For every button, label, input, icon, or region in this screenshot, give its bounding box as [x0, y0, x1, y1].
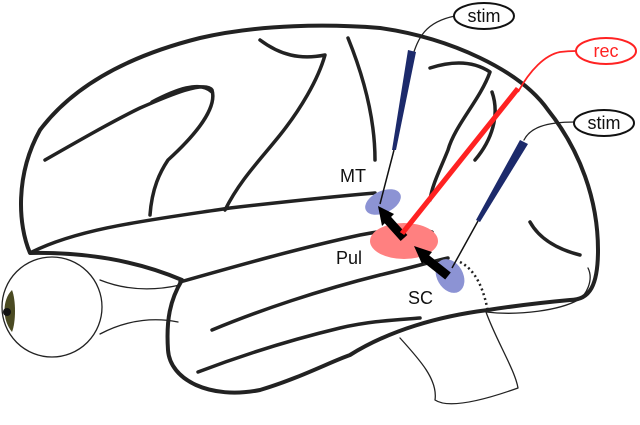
cerebellum-edge	[485, 267, 591, 314]
rec-tag: rec	[575, 37, 637, 65]
pul-label: Pul	[336, 248, 362, 268]
stim-right-tip	[451, 220, 479, 269]
dotted-pathway	[459, 260, 490, 313]
stim-top-text: stim	[468, 6, 501, 26]
brainstem	[399, 311, 519, 405]
electrode-icon	[379, 15, 456, 205]
stim-top-tag: stim	[453, 2, 515, 30]
eye-icon	[1, 256, 181, 358]
rec-text: rec	[593, 41, 618, 61]
mt-region	[365, 189, 401, 215]
rec-shaft	[399, 86, 521, 236]
stim-right-text: stim	[588, 113, 621, 133]
sulci	[30, 36, 582, 374]
stim-right-wire	[523, 121, 576, 141]
stim-top-tip	[379, 149, 395, 205]
brain-outline-icon	[19, 23, 600, 405]
rec-wire	[517, 50, 577, 93]
stim-right-tag: stim	[573, 109, 635, 137]
pupil	[3, 308, 11, 316]
optic-nerve	[99, 279, 181, 335]
recording-electrode	[399, 50, 577, 236]
pathway-arrow-icon	[378, 206, 451, 280]
mt-label: MT	[340, 166, 366, 186]
stim-top-shaft	[392, 50, 416, 150]
electrode-icon	[451, 121, 576, 269]
sc-label: SC	[408, 288, 433, 308]
stim-right-shaft	[476, 140, 528, 222]
